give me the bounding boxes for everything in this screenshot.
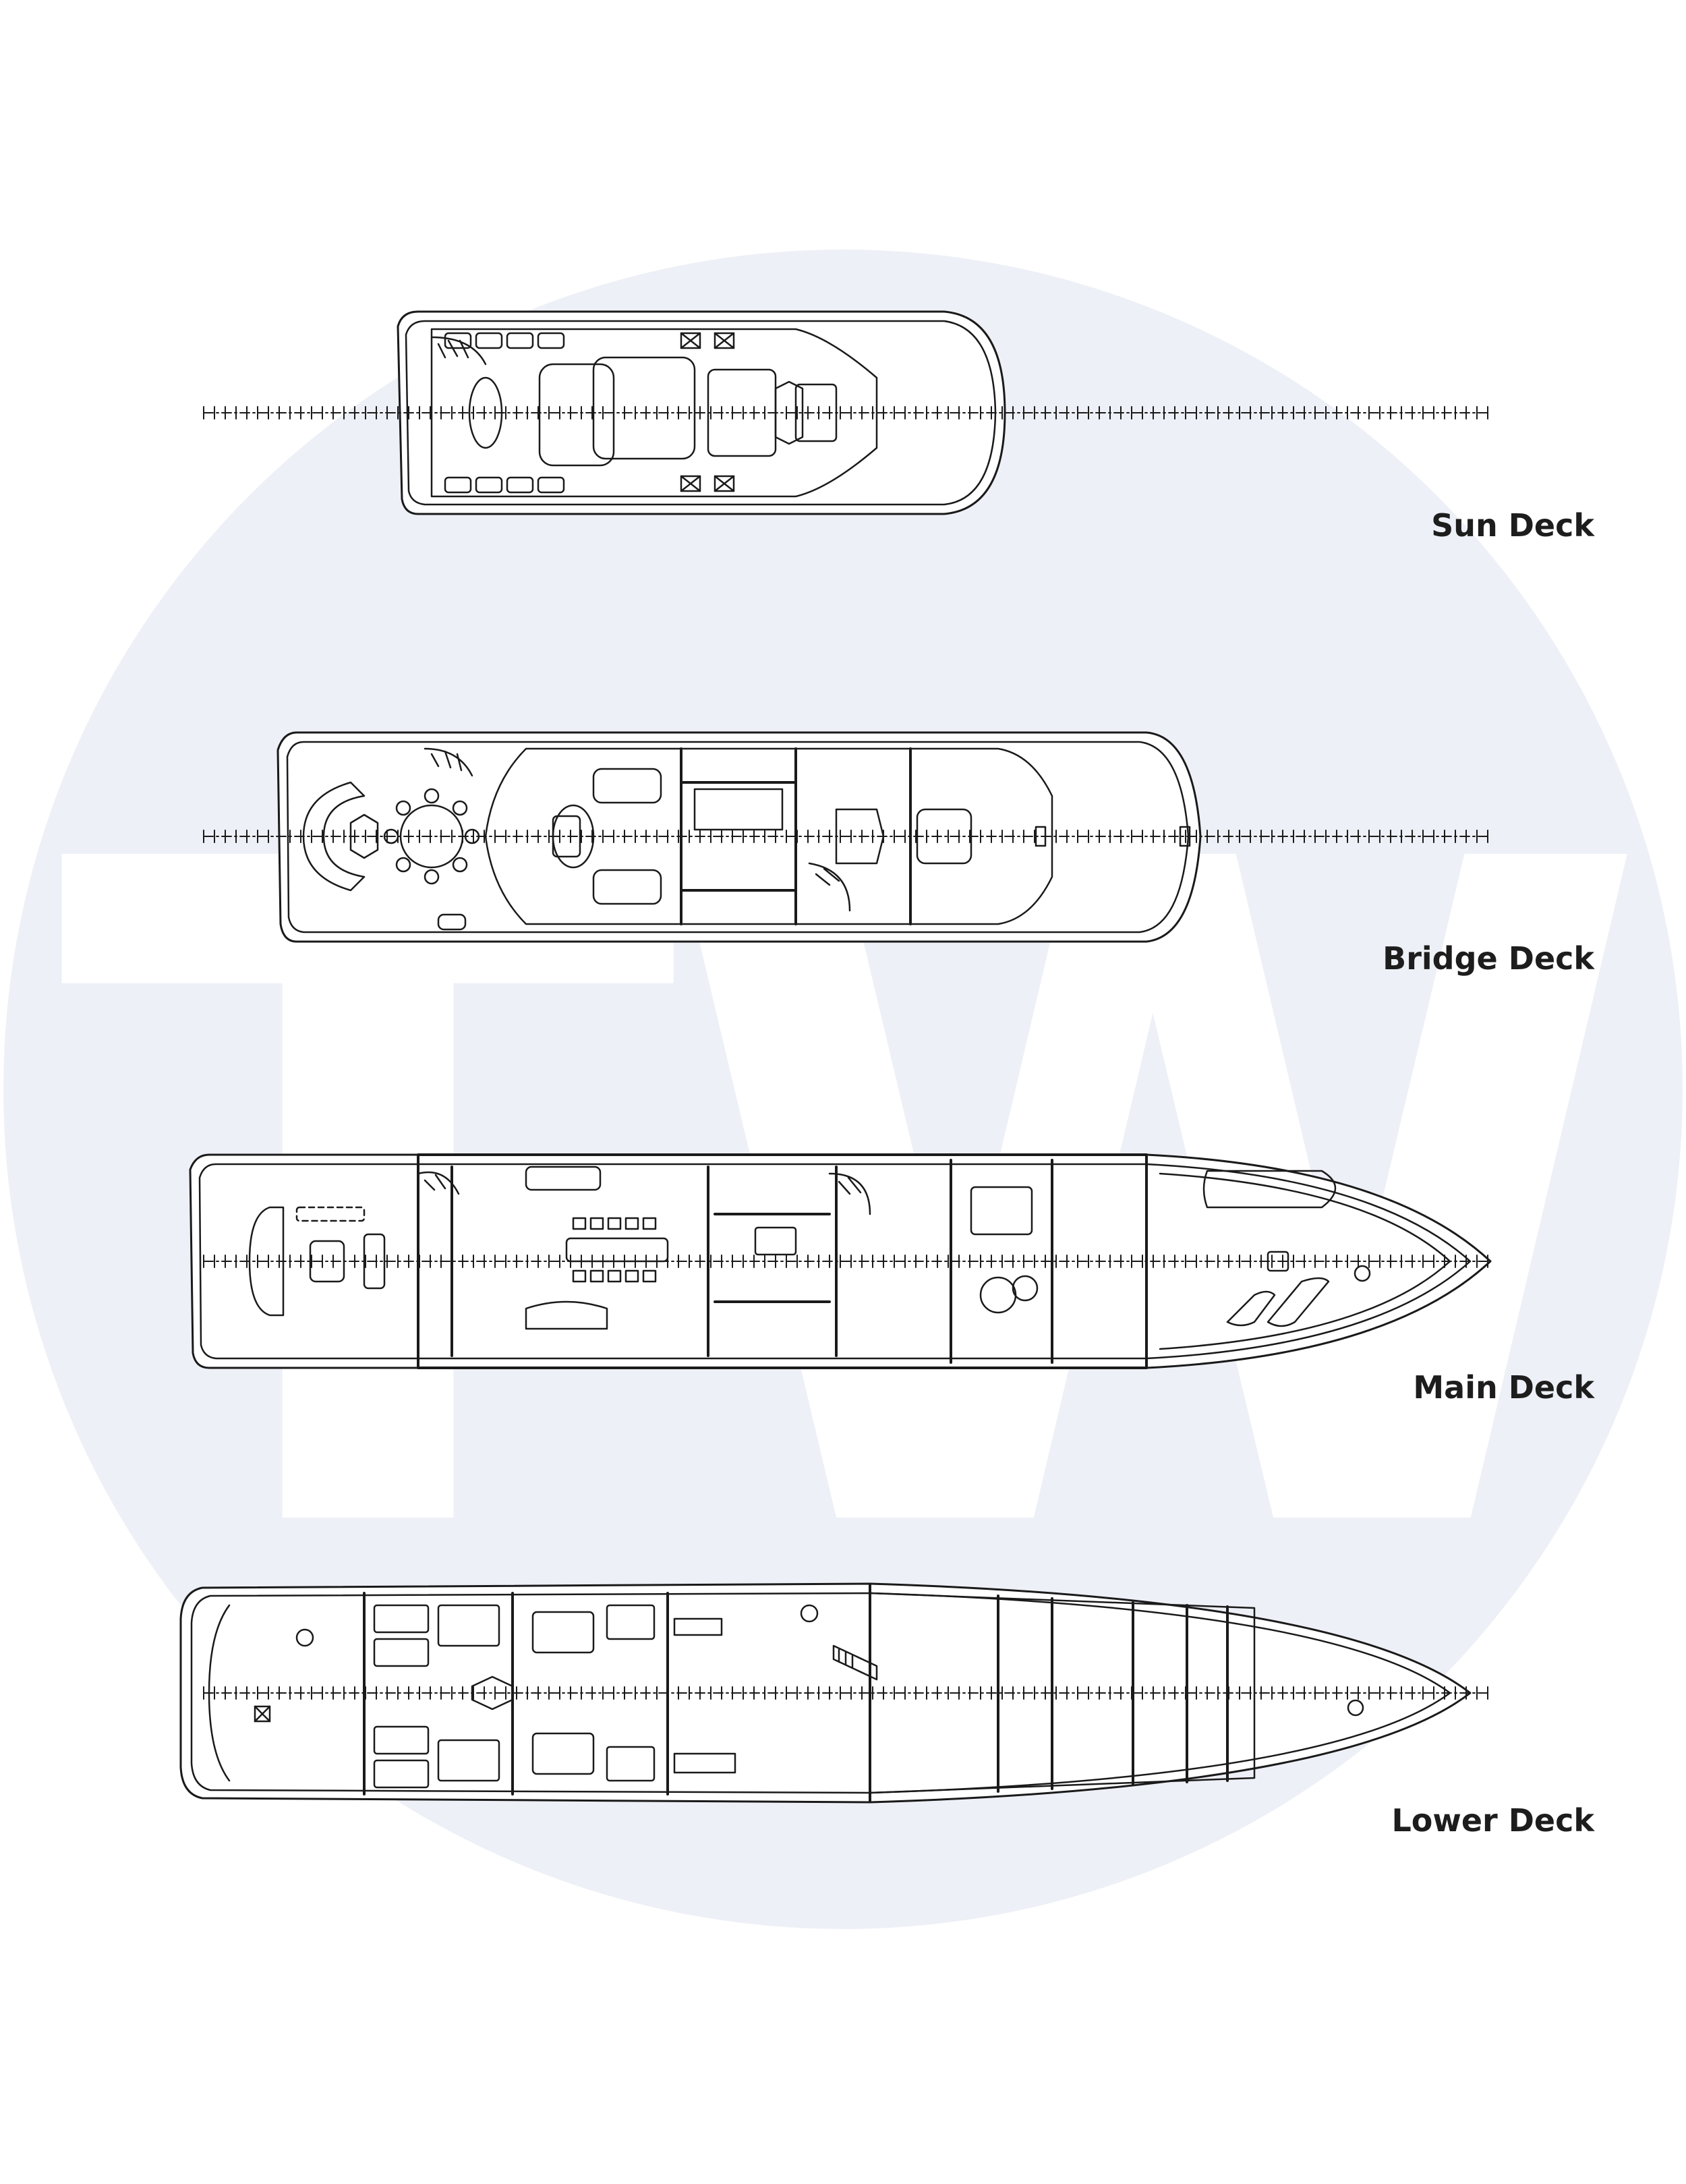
main-deck-salon-sofa-bottom bbox=[525, 1300, 608, 1330]
main-deck-tenders bbox=[1202, 1170, 1337, 1327]
main-deck-label: Main Deck bbox=[1413, 1369, 1594, 1406]
bridge-deck-stair-aft bbox=[424, 747, 473, 777]
lower-deck-hull-inner bbox=[190, 1592, 1451, 1794]
bridge-deck-lounge-sofa-top bbox=[592, 768, 662, 804]
lower-deck-plan bbox=[179, 1582, 1488, 1804]
lower-deck-engine-room-equipment bbox=[673, 1617, 723, 1636]
bridge-deck-lounge-sofa-bottom bbox=[592, 869, 662, 905]
main-deck-centerline bbox=[203, 1255, 1488, 1268]
lower-deck-aft-crossed-hatch bbox=[254, 1705, 271, 1723]
bridge-deck-spiral-stairs bbox=[808, 862, 851, 912]
main-deck-hull-inner bbox=[198, 1163, 1472, 1360]
sun-deck-hexagon bbox=[774, 380, 804, 445]
lower-deck-hatch-circle bbox=[295, 1628, 314, 1647]
sun-deck-bar bbox=[592, 356, 696, 460]
lower-deck-crew-bunks bbox=[373, 1604, 500, 1789]
lower-deck-aft-crossed-hatch-line-2 bbox=[254, 1705, 271, 1723]
lower-deck-engine-room-tank bbox=[673, 1752, 736, 1774]
main-deck-plan bbox=[189, 1153, 1492, 1369]
lower-deck-anchor-mark bbox=[1347, 1699, 1364, 1717]
main-deck-dining bbox=[565, 1217, 669, 1283]
sun-deck-hull-inner bbox=[405, 320, 997, 506]
main-deck-superstructure bbox=[417, 1153, 1148, 1369]
sun-deck-superstructure bbox=[430, 328, 878, 498]
sun-deck-plan bbox=[203, 310, 1488, 515]
bridge-deck-plan bbox=[203, 731, 1488, 943]
sun-deck-label: Sun Deck bbox=[1431, 507, 1594, 544]
lower-deck-hatch-circle-2 bbox=[800, 1604, 819, 1623]
sun-deck-centerline bbox=[203, 406, 1488, 420]
lower-deck-centerline bbox=[203, 1686, 1488, 1700]
bridge-deck-aft-sofa bbox=[302, 781, 366, 892]
lower-deck-label: Lower Deck bbox=[1391, 1802, 1594, 1839]
main-deck-anchor-mark bbox=[1354, 1265, 1371, 1282]
bridge-deck-tender bbox=[437, 913, 467, 931]
bridge-deck-helm-stations bbox=[835, 808, 885, 865]
bridge-deck-pantry bbox=[693, 788, 784, 831]
sun-deck-loungers bbox=[444, 332, 565, 494]
main-deck-aft-stairs bbox=[417, 1171, 460, 1195]
lower-deck-guest-beds bbox=[531, 1604, 656, 1782]
watermark-circle bbox=[3, 250, 1683, 1929]
sun-deck-boxes bbox=[680, 332, 735, 492]
lower-deck-companionway bbox=[832, 1644, 878, 1681]
main-deck-owner-bed bbox=[970, 1186, 1033, 1236]
bridge-deck-hexagon bbox=[349, 813, 379, 859]
main-deck-spiral-stairs bbox=[828, 1172, 871, 1215]
sun-deck-stairs bbox=[430, 336, 487, 366]
bridge-deck-hull-inner bbox=[286, 741, 1190, 933]
bridge-deck-centerline bbox=[203, 830, 1488, 843]
bridge-deck-label: Bridge Deck bbox=[1383, 940, 1594, 977]
lower-deck-hexagon bbox=[471, 1675, 514, 1711]
bridge-deck-dining-chairs bbox=[383, 788, 480, 885]
main-deck-owner-lounge-table-2 bbox=[1012, 1275, 1039, 1302]
main-deck-salon-sofa-top bbox=[525, 1166, 602, 1191]
bridge-deck-superstructure bbox=[484, 747, 1053, 925]
